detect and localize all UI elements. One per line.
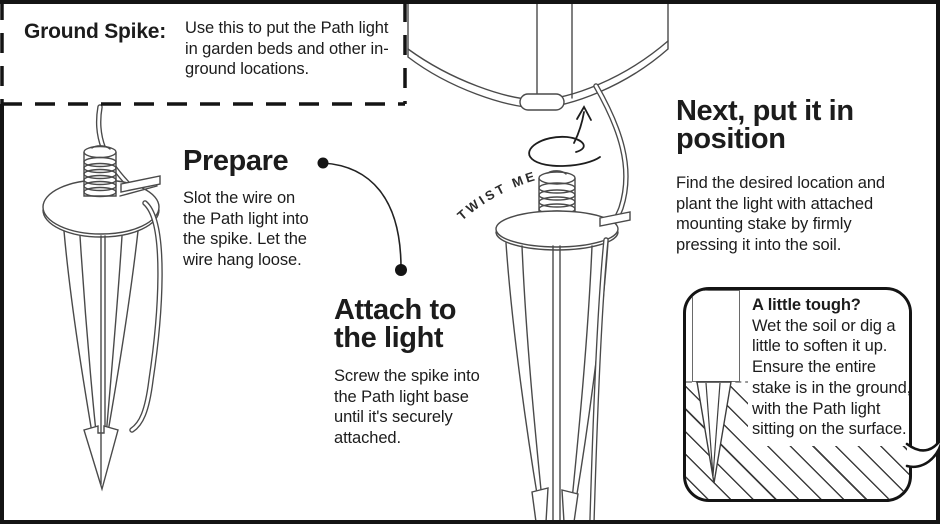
bubble-tail <box>905 438 940 469</box>
position-body: Find the desired location and plant the … <box>676 174 885 255</box>
path-light-base-mini <box>692 290 740 382</box>
tip-text-panel: A little tough? Wet the soil or dig a li… <box>748 293 912 446</box>
prepare-body: Slot the wire on the Path light into the… <box>183 189 309 270</box>
intro-box-title: Ground Spike: <box>24 20 167 43</box>
path-light-base-illustration <box>407 2 669 111</box>
tip-bubble: A little tough? Wet the soil or dig a li… <box>683 287 912 502</box>
intro-box-description: Use this to put the Path light in garden… <box>185 19 389 79</box>
tip-title: A little tough? <box>752 296 861 314</box>
ground-spike-illustration <box>42 104 163 492</box>
center-spike-illustration <box>495 83 631 524</box>
attach-heading: Attach to the light <box>334 294 457 354</box>
rotation-arrow-icon <box>528 105 601 167</box>
intro-box-dashed-border <box>0 0 407 106</box>
tip-body: Wet the soil or dig a little to soften i… <box>752 316 912 439</box>
connector-line <box>317 157 407 276</box>
prepare-heading: Prepare <box>183 145 289 177</box>
stake-in-ground-mini <box>696 381 732 484</box>
threaded-post-icon <box>83 145 117 198</box>
attach-body: Screw the spike into the Path light base… <box>334 367 480 448</box>
position-heading: Next, put it in position <box>676 95 854 155</box>
